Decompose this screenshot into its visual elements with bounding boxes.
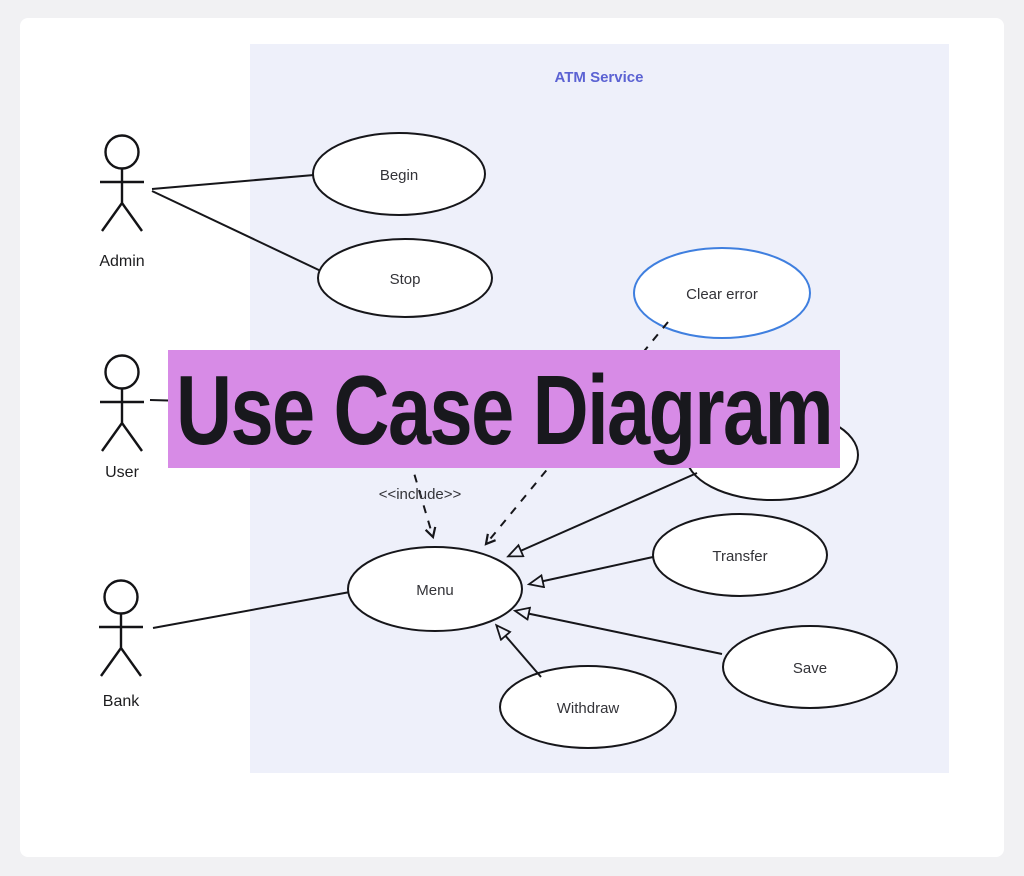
title-banner-text: Use Case Diagram (176, 355, 832, 465)
edge-withdraw-to-menu (497, 626, 542, 678)
system-boundary-label: ATM Service (555, 69, 644, 86)
generalization-edges (497, 472, 723, 678)
usecase-menu[interactable]: Menu (347, 546, 523, 632)
usecase-begin-label: Begin (380, 167, 418, 184)
edge-admin-begin (151, 174, 315, 190)
usecase-clear-error-label: Clear error (686, 286, 758, 303)
edge-bank-menu (152, 591, 351, 629)
actor-admin-label: Admin (99, 253, 144, 270)
edge-save-to-menu (516, 611, 723, 655)
usecase-menu-label: Menu (416, 582, 454, 599)
usecase-clear-error[interactable]: Clear error (633, 247, 811, 339)
usecase-withdraw[interactable]: Withdraw (499, 665, 677, 749)
usecase-withdraw-ellipse[interactable] (499, 665, 677, 749)
usecase-stop-ellipse[interactable] (317, 238, 493, 318)
actor-user-body-icon (100, 388, 144, 452)
usecase-stop[interactable]: Stop (317, 238, 493, 318)
usecase-save-ellipse[interactable] (722, 625, 898, 709)
edge-hidden-to-menu (509, 472, 698, 556)
actor-admin[interactable]: Admin (99, 134, 145, 271)
usecase-save-label: Save (793, 660, 827, 677)
actor-admin-body-icon (100, 168, 144, 232)
usecase-transfer[interactable]: Transfer (652, 513, 828, 597)
actor-bank[interactable]: Bank (99, 579, 143, 711)
actor-user[interactable]: User (100, 354, 144, 482)
usecase-transfer-ellipse[interactable] (652, 513, 828, 597)
usecase-save[interactable]: Save (722, 625, 898, 709)
actor-bank-label: Bank (103, 693, 140, 710)
edge-admin-stop (151, 190, 324, 273)
actor-bank-body-icon (99, 613, 143, 677)
usecase-transfer-label: Transfer (712, 548, 767, 565)
usecase-clear-error-ellipse[interactable] (633, 247, 811, 339)
edge-transfer-to-menu (530, 556, 654, 584)
usecase-stop-label: Stop (390, 271, 421, 288)
title-banner-box[interactable] (168, 350, 840, 468)
usecase-menu-ellipse[interactable] (347, 546, 523, 632)
usecase-begin-ellipse[interactable] (312, 132, 486, 216)
usecase-begin[interactable]: Begin (312, 132, 486, 216)
title-banner[interactable]: Use Case Diagram (168, 350, 840, 468)
actor-user-label: User (105, 464, 139, 481)
include-edge-label: <<include>> (379, 486, 462, 503)
usecase-withdraw-label: Withdraw (557, 700, 620, 717)
